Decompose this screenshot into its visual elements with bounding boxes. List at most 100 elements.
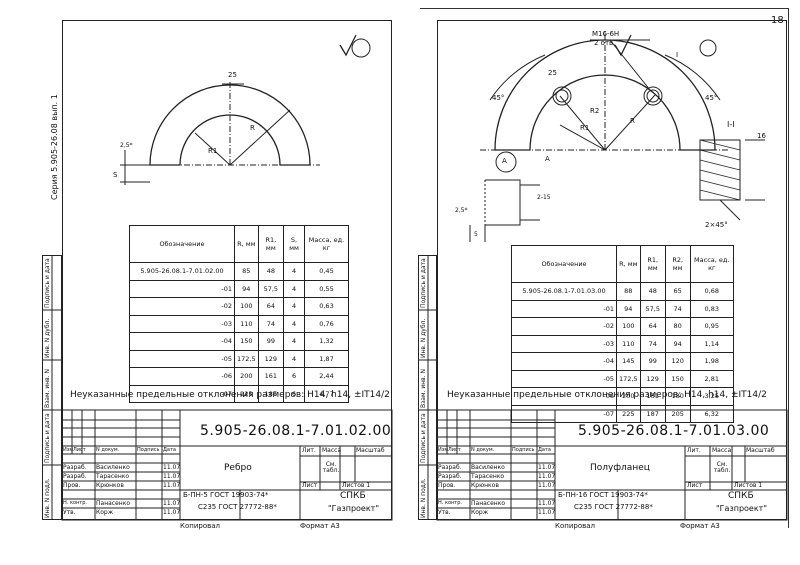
th-r2: R2, мм: [664, 245, 691, 283]
cell: 4,77: [303, 384, 350, 403]
right-lit-label: Лит.: [687, 447, 701, 454]
cell: 120: [664, 352, 691, 371]
left-doc-code: 5.905-26.08.1-7.01.02.00: [200, 423, 392, 439]
cell: 88: [616, 282, 641, 301]
right-stamp-5: Подпись и дата: [420, 258, 427, 308]
cell: 85: [234, 262, 259, 281]
right-name-4: Панасенко: [471, 500, 505, 507]
th-r: R, мм: [616, 245, 641, 283]
right-dim-r2: R2: [590, 107, 600, 115]
right-holes: 2 отв.: [594, 39, 616, 47]
left-role-2: Разраб.: [63, 473, 87, 480]
cell: 110: [234, 314, 259, 333]
cell: 2,44: [303, 367, 350, 386]
right-role-4: Н. контр.: [438, 500, 462, 506]
left-role-5: Утв.: [63, 509, 76, 516]
left-name-4: Панасенко: [96, 500, 130, 507]
right-date-4: 11.07: [538, 500, 556, 507]
left-mass-label: Масса: [322, 447, 342, 454]
right-date-2: 11.07: [538, 473, 556, 480]
cell: 4: [283, 297, 305, 316]
left-dim-r: R: [250, 124, 255, 132]
cell: 65: [664, 282, 691, 301]
cell: 74: [664, 299, 691, 318]
left-role-1: Разраб.: [63, 464, 87, 471]
left-material-2: С235 ГОСТ 27772-88*: [198, 503, 277, 511]
right-role-2: Разраб.: [438, 473, 462, 480]
left-hdr-doc: N докум.: [96, 447, 120, 453]
cell: 1,32: [303, 332, 350, 351]
left-hdr-list: Лист: [73, 447, 86, 453]
right-name-2: Тарасенко: [471, 473, 505, 480]
cell: 4: [283, 262, 305, 281]
cell: 4: [283, 279, 305, 298]
cell: 0,76: [303, 314, 350, 333]
cell: 4: [283, 349, 305, 368]
cell: 94: [664, 334, 691, 353]
right-dim-25: 25: [548, 69, 557, 77]
right-dim-r1: R1: [580, 124, 590, 132]
right-footer-right: Формат А3: [680, 522, 720, 530]
cell: 1,87: [303, 349, 350, 368]
left-lit-label: Лит.: [302, 447, 316, 454]
cell: 74: [257, 314, 285, 333]
right-date-3: 11.07: [538, 482, 556, 489]
right-name-5: Корж: [471, 509, 489, 516]
right-stamp-4: Инв. N дубл.: [420, 318, 427, 358]
right-dim-15: 2-15: [537, 194, 551, 201]
cell: -05: [129, 349, 235, 368]
cell: 172,5: [234, 349, 259, 368]
th-r: R, мм: [234, 225, 259, 263]
left-name-2: Тарасенко: [96, 473, 130, 480]
right-page-border: [788, 8, 789, 528]
cell: 187: [639, 404, 666, 423]
left-footer-left: Копировал: [180, 522, 220, 530]
cell: 5.905-26.08.1-7.01.03.00: [511, 282, 617, 301]
th-mass: Масса, ед. кг: [689, 245, 735, 283]
left-name-3: Крюнков: [96, 482, 124, 489]
cell: -01: [511, 299, 617, 318]
right-angle-right: 45°: [705, 94, 718, 102]
right-hdr-list: Лист: [448, 447, 461, 453]
left-stamp-1: Инв. N подл.: [44, 478, 51, 518]
right-date-5: 11.07: [538, 509, 556, 516]
cell: -04: [511, 352, 617, 371]
cell: 48: [639, 282, 666, 301]
left-spec-table: Обозначение R, мм R1, мм S, мм Масса, ед…: [129, 225, 350, 403]
cell: -02: [129, 297, 235, 316]
cell: 0,83: [689, 299, 735, 318]
right-stamp-2: Подпись и дата: [420, 413, 427, 463]
left-date-5: 11.07: [163, 509, 181, 516]
right-mass-value: См. табл.: [713, 461, 731, 474]
right-hdr-izm: Изм: [438, 447, 449, 453]
cell: 200: [234, 367, 259, 386]
cell: 225: [616, 404, 641, 423]
right-view-a-arrow: А: [545, 155, 550, 163]
cell: 99: [257, 332, 285, 351]
left-stamp-2: Подпись и дата: [44, 413, 51, 463]
right-org: СПКБ: [728, 491, 754, 501]
cell: 145: [616, 352, 641, 371]
cell: 0,45: [303, 262, 350, 281]
cell: 150: [234, 332, 259, 351]
cell: 129: [257, 349, 285, 368]
right-dim-i: I: [676, 51, 679, 59]
right-sheet-label: Лист: [687, 482, 703, 489]
right-material-1: Б-ПН-16 ГОСТ 19903-74*: [558, 491, 648, 499]
left-dim-25deg: 2,5*: [120, 142, 133, 149]
cell: -03: [129, 314, 235, 333]
left-stamp-3: Взам. инв. N: [44, 369, 51, 408]
cell: 1,98: [689, 352, 735, 371]
cell: 2,81: [689, 369, 735, 388]
left-tolerance-note: Неуказанные предельные отклонения размер…: [70, 390, 390, 400]
left-stamp-5: Подпись и дата: [44, 258, 51, 308]
right-tolerance-note: Неуказанные предельные отклонения размер…: [447, 390, 767, 400]
cell: -07: [129, 384, 235, 403]
